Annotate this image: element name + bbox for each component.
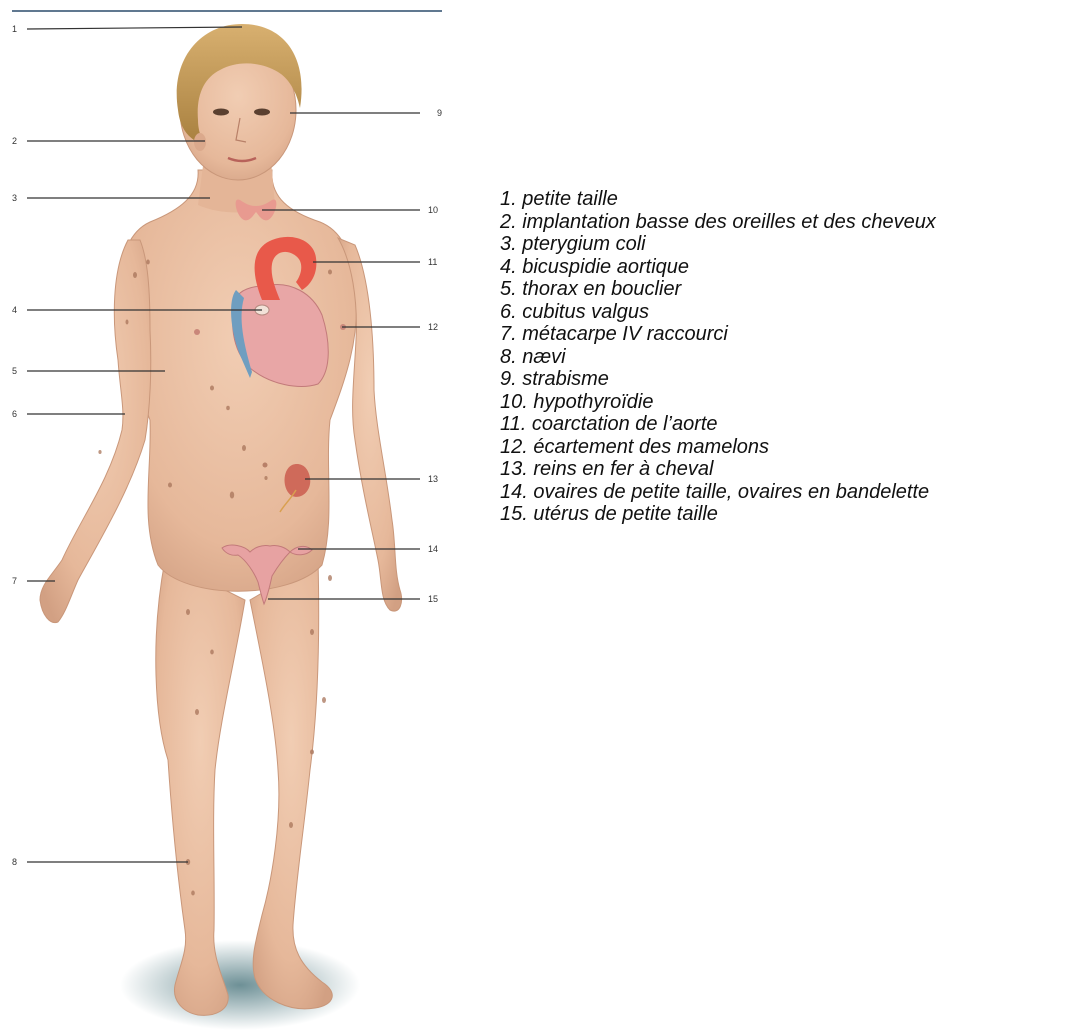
navel <box>263 463 268 468</box>
legend-item: 8. nævi <box>500 346 936 369</box>
legend-list: 1. petite taille 2. implantation basse d… <box>500 188 936 526</box>
legend-item: 5. thorax en bouclier <box>500 278 936 301</box>
callout-num: 13 <box>428 474 438 484</box>
left-eye <box>213 109 229 116</box>
left-arm <box>40 240 151 623</box>
legend-item: 14. ovaires de petite taille, ovaires en… <box>500 481 936 504</box>
callout-num: 2 <box>12 136 17 146</box>
legend-item: 3. pterygium coli <box>500 233 936 256</box>
legend-item: 7. métacarpe IV raccourci <box>500 323 936 346</box>
callout-num: 8 <box>12 857 17 867</box>
turner-syndrome-illustration: 1 2 3 4 5 6 7 8 9 10 11 12 13 14 15 <box>0 0 460 1033</box>
legend-item: 12. écartement des mamelons <box>500 436 936 459</box>
nipple-left <box>194 329 200 335</box>
legend-item: 9. strabisme <box>500 368 936 391</box>
legend-item: 1. petite taille <box>500 188 936 211</box>
callout-num: 14 <box>428 544 438 554</box>
legend-item: 4. bicuspidie aortique <box>500 256 936 279</box>
callout-num: 5 <box>12 366 17 376</box>
leader-1 <box>27 27 242 29</box>
callout-num: 9 <box>437 108 442 118</box>
callout-num: 6 <box>12 409 17 419</box>
ear <box>194 133 206 151</box>
legend-item: 11. coarctation de l’aorte <box>500 413 936 436</box>
callout-num: 15 <box>428 594 438 604</box>
callout-num: 4 <box>12 305 17 315</box>
legend-item: 15. utérus de petite taille <box>500 503 936 526</box>
right-leg <box>250 560 332 1009</box>
legend-item: 6. cubitus valgus <box>500 301 936 324</box>
right-eye <box>254 109 270 116</box>
callout-num: 3 <box>12 193 17 203</box>
legend-item: 2. implantation basse des oreilles et de… <box>500 211 936 234</box>
legend-item: 10. hypothyroïdie <box>500 391 936 414</box>
callout-num: 10 <box>428 205 438 215</box>
callout-num: 7 <box>12 576 17 586</box>
callout-num: 1 <box>12 24 17 34</box>
legend-item: 13. reins en fer à cheval <box>500 458 936 481</box>
callout-num: 11 <box>428 257 437 267</box>
callout-num: 12 <box>428 322 438 332</box>
kidneys <box>285 464 311 497</box>
body-figure <box>40 24 402 1015</box>
